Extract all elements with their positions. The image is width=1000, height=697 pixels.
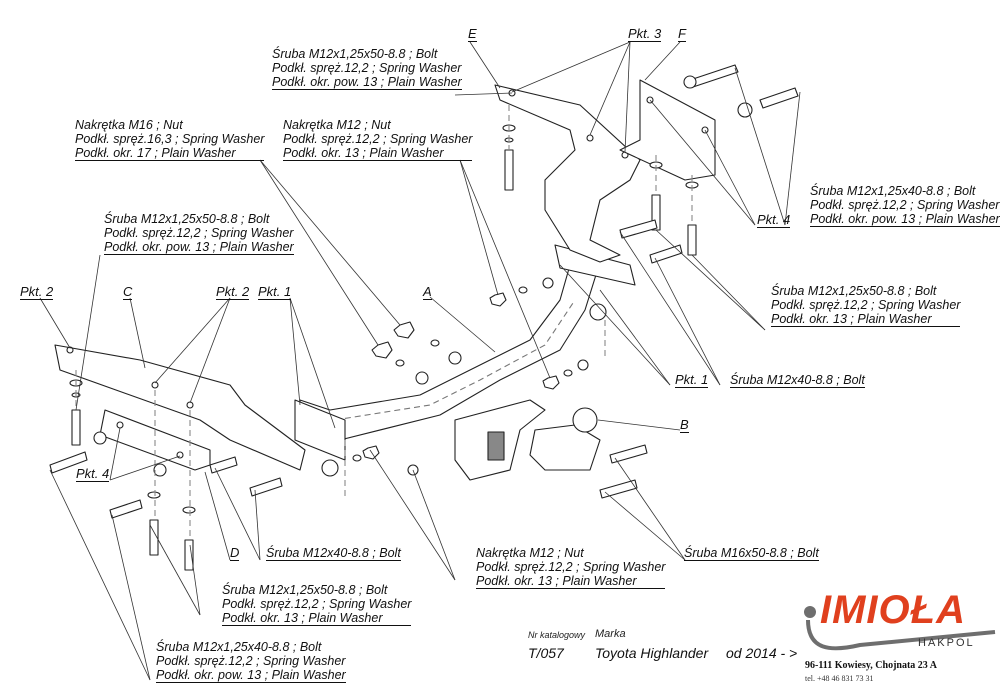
tow-ball xyxy=(572,407,598,433)
point-tag-pkt3: Pkt. 3 xyxy=(628,26,662,42)
point-tag-pkt1-right: Pkt. 1 xyxy=(675,372,709,388)
point-tag-pkt2-left: Pkt. 2 xyxy=(20,284,54,300)
bracket-f xyxy=(619,79,716,181)
part-letter-f: F xyxy=(678,26,686,42)
brand-logo-name: IMIOŁA xyxy=(820,588,966,632)
callout-nut-m12-bottom: Nakrętka M12 ; Nut Podkł. spręż.12,2 ; S… xyxy=(476,546,666,589)
callout-bolt-m12x40-left: Śruba M12x40-8.8 ; Bolt xyxy=(266,546,401,561)
callout-bolt-bracket-e: Śruba M12x1,25x50-8.8 ; Bolt Podkł. sprę… xyxy=(272,47,462,90)
bracket-e xyxy=(494,84,641,263)
part-letter-c: C xyxy=(123,284,133,300)
tow-ball-body xyxy=(529,424,601,471)
part-letter-e: E xyxy=(468,26,477,42)
callout-bolt-left-bottom-40: Śruba M12x1,25x40-8.8 ; Bolt Podkł. sprę… xyxy=(156,640,346,683)
point-tag-pkt1-left: Pkt. 1 xyxy=(258,284,292,300)
brand-address: 96-111 Kowiesy, Chojnata 23 A xyxy=(805,660,937,671)
logo-swoosh xyxy=(806,619,996,651)
callout-bolt-right-mid: Śruba M12x1,25x50-8.8 ; Bolt Podkł. sprę… xyxy=(771,284,961,327)
callout-bolt-bracket-f: Śruba M12x1,25x40-8.8 ; Bolt Podkł. sprę… xyxy=(810,184,1000,227)
callout-bolt-m16x50: Śruba M16x50-8.8 ; Bolt xyxy=(684,546,819,561)
brand-logo-sub: HAKPOL xyxy=(918,637,975,649)
part-letter-b: B xyxy=(680,417,689,433)
logo-ball xyxy=(804,606,816,618)
brand-phone: tel. +48 46 831 73 31 xyxy=(805,674,874,683)
vehicle-make: Toyota Highlander xyxy=(595,645,709,661)
point-tag-pkt4-right: Pkt. 4 xyxy=(757,212,791,228)
point-tag-pkt4-left: Pkt. 4 xyxy=(76,466,110,482)
part-letter-a: A xyxy=(423,284,432,300)
callout-nut-m16: Nakrętka M16 ; Nut Podkł. spręż.16,3 ; S… xyxy=(75,118,265,161)
point-tag-pkt2-right: Pkt. 2 xyxy=(216,284,250,300)
vehicle-years: od 2014 - > xyxy=(726,645,798,661)
crossbar-a xyxy=(299,261,601,441)
bracket-c xyxy=(54,344,306,471)
catalog-number: T/057 xyxy=(528,645,564,661)
part-letter-d: D xyxy=(230,545,240,561)
callout-bolt-left-bottom-50: Śruba M12x1,25x50-8.8 ; Bolt Podkł. sprę… xyxy=(222,583,412,626)
make-label: Marka xyxy=(595,628,626,640)
callout-bolt-left-top: Śruba M12x1,25x50-8.8 ; Bolt Podkł. sprę… xyxy=(104,212,294,255)
callout-nut-m12-top: Nakrętka M12 ; Nut Podkł. spręż.12,2 ; S… xyxy=(283,118,473,161)
callout-bolt-m12x40-right: Śruba M12x40-8.8 ; Bolt xyxy=(730,373,865,388)
catalog-number-label: Nr katalogowy xyxy=(528,630,586,640)
